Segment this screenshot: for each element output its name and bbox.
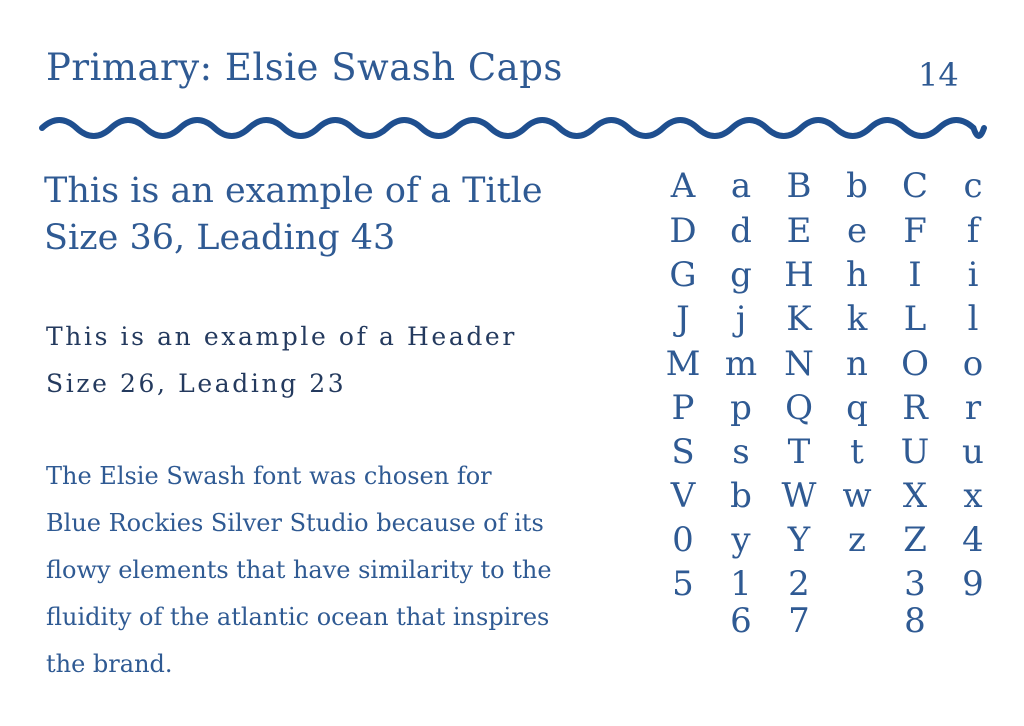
glyph-character: p (730, 388, 752, 428)
title-sample-line-2: Size 36, Leading 43 (44, 218, 396, 258)
glyph-character: b (730, 476, 752, 516)
glyph-character: w (842, 476, 872, 516)
glyph-character: T (787, 432, 811, 472)
title-sample-line-1: This is an example of a Title (44, 171, 543, 211)
title-type-sample: This is an example of a Title Size 36, L… (44, 168, 624, 262)
glyph-character: M (665, 344, 701, 384)
glyph-character: Y (787, 520, 811, 560)
glyph-character: 4 (962, 520, 984, 560)
glyph-character: g (730, 255, 752, 295)
glyph-character: O (901, 344, 929, 384)
glyph-character: 3 (904, 564, 926, 604)
glyph-character: X (902, 476, 928, 516)
header-type-sample: This is an example of a Header Size 26, … (46, 313, 626, 407)
page-title: Primary: Elsie Swash Caps (46, 46, 563, 89)
glyph-character: t (850, 432, 864, 472)
header-sample-line-2: Size 26, Leading 23 (46, 369, 347, 398)
body-sample-line: flowy elements that have similarity to t… (46, 556, 552, 584)
glyph-character: q (846, 388, 868, 428)
glyph-character: s (732, 432, 750, 472)
glyph-character: E (786, 211, 812, 251)
wave-divider (39, 117, 987, 139)
header-sample-line-1: This is an example of a Header (46, 322, 517, 351)
glyph-character: J (676, 299, 690, 339)
glyph-character: r (964, 388, 982, 428)
glyph-character: h (846, 255, 868, 295)
glyph-character: m (724, 344, 758, 384)
glyph-character: y (731, 520, 751, 560)
glyph-character: 1 (730, 564, 752, 604)
glyph-character: P (671, 388, 695, 428)
glyph-character: f (966, 211, 980, 251)
glyph-character: i (967, 255, 979, 295)
glyph-character: V (670, 476, 696, 516)
glyph-character: N (784, 344, 814, 384)
glyph-character: d (730, 211, 752, 251)
glyph-character: F (903, 211, 927, 251)
glyph-character: 5 (672, 564, 694, 604)
glyph-character: b (846, 166, 868, 206)
glyph-character: n (846, 344, 868, 384)
glyph-character: 0 (672, 520, 694, 560)
glyph-character: W (781, 476, 817, 516)
glyph-character: j (735, 299, 747, 339)
glyph-character: S (671, 432, 695, 472)
glyph-character: k (846, 299, 868, 339)
glyph-character: c (963, 166, 983, 206)
body-sample-line: the brand. (46, 650, 173, 678)
glyph-character: o (962, 344, 984, 384)
glyph-character: C (901, 166, 928, 206)
glyph-character: z (848, 520, 866, 560)
glyph-character: e (846, 211, 868, 251)
body-sample-line: The Elsie Swash font was chosen for (46, 462, 492, 490)
glyph-character: R (902, 388, 928, 428)
body-sample-line: Blue Rockies Silver Studio because of it… (46, 509, 544, 537)
glyph-character: u (962, 432, 984, 472)
glyph-character: x (963, 476, 983, 516)
glyph-character: U (900, 432, 930, 472)
glyph-character: D (669, 211, 697, 251)
glyph-character: 9 (962, 564, 984, 604)
glyph-character: 7 (788, 601, 810, 641)
glyph-character: l (967, 299, 979, 339)
glyph-character: 2 (788, 564, 810, 604)
body-type-sample: The Elsie Swash font was chosen for Blue… (46, 453, 626, 688)
body-sample-line: fluidity of the atlantic ocean that insp… (46, 603, 550, 631)
glyph-character: Q (785, 388, 813, 428)
glyph-character: B (786, 166, 812, 206)
glyph-character: H (784, 255, 814, 295)
glyph-character: a (730, 166, 752, 206)
glyph-character: Z (903, 520, 927, 560)
glyph-character: 8 (904, 601, 926, 641)
glyph-character: 6 (730, 601, 752, 641)
glyph-character: I (908, 255, 922, 295)
glyph-character: L (903, 299, 927, 339)
glyph-character: G (669, 255, 697, 295)
page-number: 14 (918, 56, 959, 94)
glyph-character: A (670, 166, 696, 206)
glyph-character: K (786, 299, 812, 339)
